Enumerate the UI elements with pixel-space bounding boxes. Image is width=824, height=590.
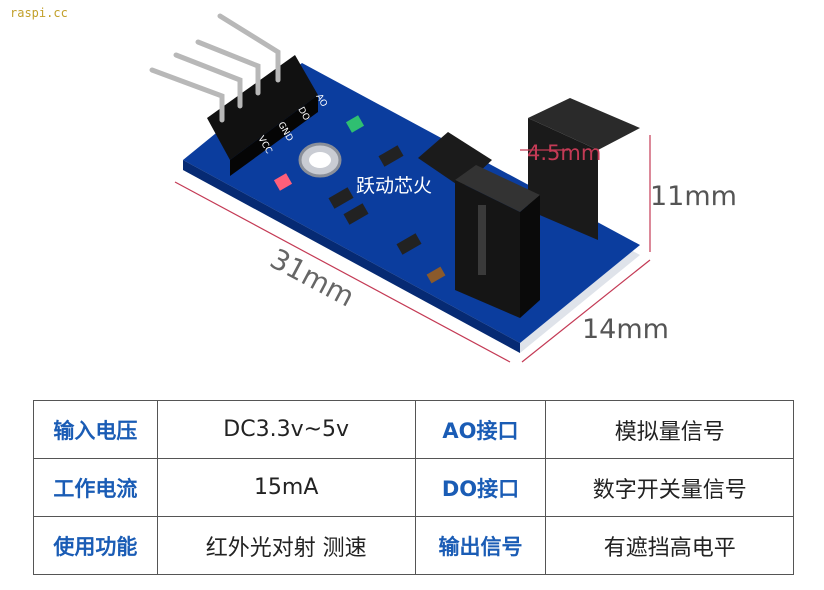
led-indicator [345, 115, 365, 133]
dim-line-width [521, 259, 651, 363]
spec-value: 有遮挡高电平 [545, 516, 794, 575]
product-photo: 跃动芯火 AO DO GND VCC 31mm 14mm 11mm 4.5mm [149, 13, 737, 363]
spec-label: DO接口 [414, 458, 547, 517]
spec-label: 工作电流 [33, 458, 158, 517]
table-row: 输入电压 DC3.3v~5v AO接口 模拟量信号 [33, 400, 794, 459]
mounting-hole-center [309, 152, 331, 168]
slot-sensor-front-face [455, 180, 520, 318]
pcb-edge [183, 160, 520, 353]
dim-line-length [174, 181, 511, 363]
spec-label: 输入电压 [33, 400, 158, 459]
slot-sensor-back-front [528, 118, 598, 240]
header-pins [149, 13, 281, 123]
spec-value: 红外光对射 测速 [156, 516, 416, 575]
spec-value: 数字开关量信号 [545, 458, 794, 517]
dim-label-height: 11mm [650, 181, 737, 212]
table-row: 使用功能 红外光对射 测速 输出信号 有遮挡高电平 [33, 516, 794, 575]
slot-sensor-front [455, 165, 540, 212]
table-row: 工作电流 15mA DO接口 数字开关量信号 [33, 458, 794, 517]
smd-capacitor [426, 266, 446, 284]
slot-sensor-back [528, 98, 640, 150]
slot-sensor-front-side [520, 195, 540, 318]
spec-table: 输入电压 DC3.3v~5v AO接口 模拟量信号 工作电流 15mA DO接口… [33, 400, 794, 575]
smd-resistor [378, 145, 404, 167]
spec-label: 使用功能 [33, 516, 158, 575]
smd-resistor [343, 203, 369, 225]
pin-header [207, 55, 318, 160]
dim-label-width: 14mm [582, 314, 669, 345]
led-indicator [273, 173, 293, 191]
spec-value: 15mA [156, 458, 416, 517]
watermark-text: raspi.cc [10, 6, 68, 20]
dim-label-slot: 4.5mm [527, 141, 601, 165]
spec-label: AO接口 [414, 400, 547, 459]
smd-resistor [396, 233, 422, 255]
board-label: 跃动芯火 [356, 175, 432, 197]
spec-value: 模拟量信号 [545, 400, 794, 459]
spec-value: DC3.3v~5v [156, 400, 416, 459]
smd-resistor [328, 187, 354, 209]
spec-label: 输出信号 [414, 516, 547, 575]
pin-header-side [230, 95, 318, 176]
sensor-window [478, 205, 486, 275]
